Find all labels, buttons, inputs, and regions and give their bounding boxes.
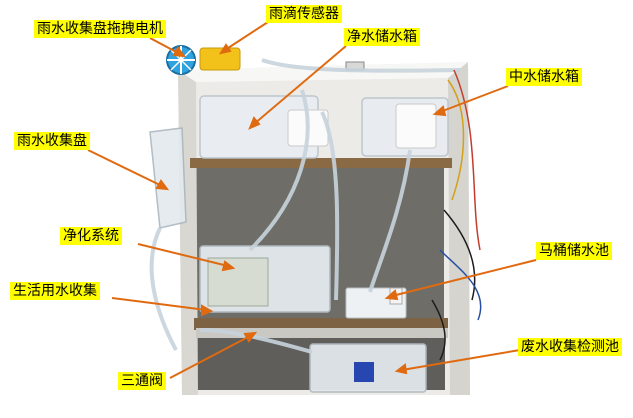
grey-tank-pump xyxy=(395,103,437,149)
arrowhead-rain-sensor xyxy=(218,43,232,55)
arrowhead-valve xyxy=(243,331,258,343)
label-domestic-collect: 生活用水收集 xyxy=(10,282,100,300)
arrowhead-toilet xyxy=(384,289,399,301)
waste-sensor-module xyxy=(354,362,374,382)
gear-motor xyxy=(199,47,241,71)
cabinet-right-wall xyxy=(448,62,470,395)
upper-shelf xyxy=(190,158,452,168)
arrowhead-waste xyxy=(394,363,408,375)
arrowhead-grey-tank xyxy=(432,105,447,117)
arrowhead-rain-tray xyxy=(155,179,170,191)
arrow-rain-tray xyxy=(87,149,163,187)
label-rain-sensor: 雨滴传感器 xyxy=(266,5,342,23)
arrow-grey-tank xyxy=(439,85,509,113)
label-toilet-tank: 马桶储水池 xyxy=(536,242,612,260)
label-waste-detect: 废水收集检测池 xyxy=(518,338,622,356)
tubing xyxy=(149,58,461,354)
wiring xyxy=(431,69,482,361)
label-rain-tray: 雨水收集盘 xyxy=(14,132,90,150)
rain-collection-tray xyxy=(149,127,187,229)
arrowhead-clean-tank xyxy=(248,116,261,130)
lower-shelf-edge xyxy=(196,328,448,338)
filter-cartridge xyxy=(207,257,269,307)
tray-motor-assembly xyxy=(166,45,241,75)
arrow-domestic xyxy=(111,297,207,311)
arrow-clean-tank xyxy=(253,45,347,125)
arrow-purifier xyxy=(137,243,229,267)
callout-arrows xyxy=(87,21,537,379)
label-purifier: 净化系统 xyxy=(60,227,122,245)
arrow-waste xyxy=(401,349,521,371)
label-three-way-valve: 三通阀 xyxy=(118,372,166,390)
arrow-valve xyxy=(169,335,251,379)
lower-shelf xyxy=(194,318,448,330)
label-grey-tank: 中水储水箱 xyxy=(506,68,582,86)
cabinet-top xyxy=(178,62,468,82)
arrow-toilet xyxy=(391,259,537,297)
arrowhead-domestic xyxy=(201,304,214,317)
arrow-rain-sensor xyxy=(224,21,269,51)
label-tray-motor: 雨水收集盘拖拽电机 xyxy=(34,20,166,38)
arrowhead-tray-motor xyxy=(172,46,187,58)
label-clean-tank: 净水储水箱 xyxy=(344,28,420,46)
arrowhead-purifier xyxy=(221,260,236,272)
